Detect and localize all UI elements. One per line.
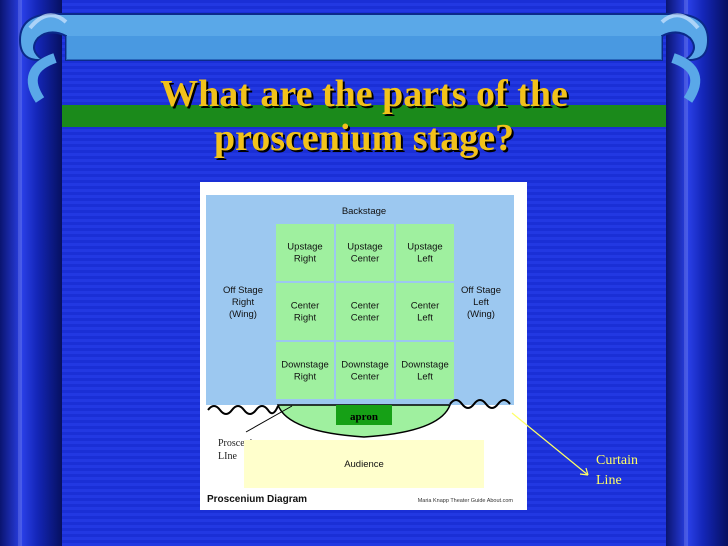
stage-cell-label: Center	[351, 372, 380, 383]
stage-grid: UpstageRightUpstageCenterUpstageLeftCent…	[276, 224, 454, 399]
title-line-1: What are the parts of the	[160, 73, 568, 115]
proscenium-label-1: Proscenium	[218, 438, 265, 449]
stage-cell-label: Downstage	[401, 360, 449, 371]
apron-label: apron	[350, 411, 378, 423]
offstage-left-label: Off Stage Left (Wing)	[461, 285, 501, 320]
stage-cell	[276, 224, 334, 281]
stage-cell-label: Right	[294, 372, 317, 383]
stage-cell-label: Upstage	[347, 242, 382, 253]
stage-cell-label: Downstage	[281, 360, 329, 371]
audience-label: Audience	[344, 459, 384, 470]
stage-cell-label: Left	[417, 254, 433, 265]
stage-cell-label: Center	[411, 301, 440, 312]
svg-text:Off Stage: Off Stage	[223, 285, 263, 296]
stage-cell-label: Upstage	[287, 242, 322, 253]
curtain-line-label-2: Line	[596, 473, 622, 488]
stage-cell	[336, 283, 394, 340]
diagram-caption: Proscenium Diagram	[207, 494, 307, 505]
diagram-credit: Maria Knapp Theater Guide About.com	[418, 498, 514, 504]
curtain-line-pointer	[511, 412, 589, 476]
slide-title: What are the parts of the proscenium sta…	[70, 72, 658, 160]
apron-center	[336, 405, 392, 425]
stage-cell-label: Center	[351, 313, 380, 324]
svg-text:(Wing): (Wing)	[229, 309, 257, 320]
stage-cell-label: Center	[291, 301, 320, 312]
svg-text:Left: Left	[473, 297, 489, 308]
scroll-banner	[18, 12, 710, 103]
stage-cell-label: Center	[351, 254, 380, 265]
stage-cell	[276, 342, 334, 399]
stage-cell	[396, 342, 454, 399]
curtain-line-arrowhead	[579, 467, 589, 476]
curtain-line-label-1: Curtain	[596, 453, 638, 468]
stage-cell-label: Center	[351, 301, 380, 312]
title-line-2: proscenium stage?	[213, 117, 515, 159]
stage-cell-label: Left	[417, 313, 433, 324]
stage-cell-label: Right	[294, 254, 317, 265]
offstage-right-label: Off Stage Right (Wing)	[223, 285, 263, 320]
stage-cell	[396, 224, 454, 281]
stage-cell	[396, 283, 454, 340]
stage-cell-label: Upstage	[407, 242, 442, 253]
curtain-wave-left	[207, 405, 279, 415]
stage-cell-label: Right	[294, 313, 317, 324]
proscenium-pointer	[245, 405, 293, 433]
backstage-label: Backstage	[342, 206, 386, 217]
curtain-wave-right	[449, 399, 511, 409]
stage-cell	[276, 283, 334, 340]
title-band	[62, 105, 666, 127]
stage-cell-label: Left	[417, 372, 433, 383]
stage-cell	[336, 342, 394, 399]
audience-area	[244, 440, 484, 488]
svg-text:(Wing): (Wing)	[467, 309, 495, 320]
svg-text:Right: Right	[232, 297, 255, 308]
stage-cell-label: Downstage	[341, 360, 389, 371]
svg-text:Off Stage: Off Stage	[461, 285, 501, 296]
proscenium-label-2: LIne	[218, 451, 237, 462]
stage-cell	[336, 224, 394, 281]
